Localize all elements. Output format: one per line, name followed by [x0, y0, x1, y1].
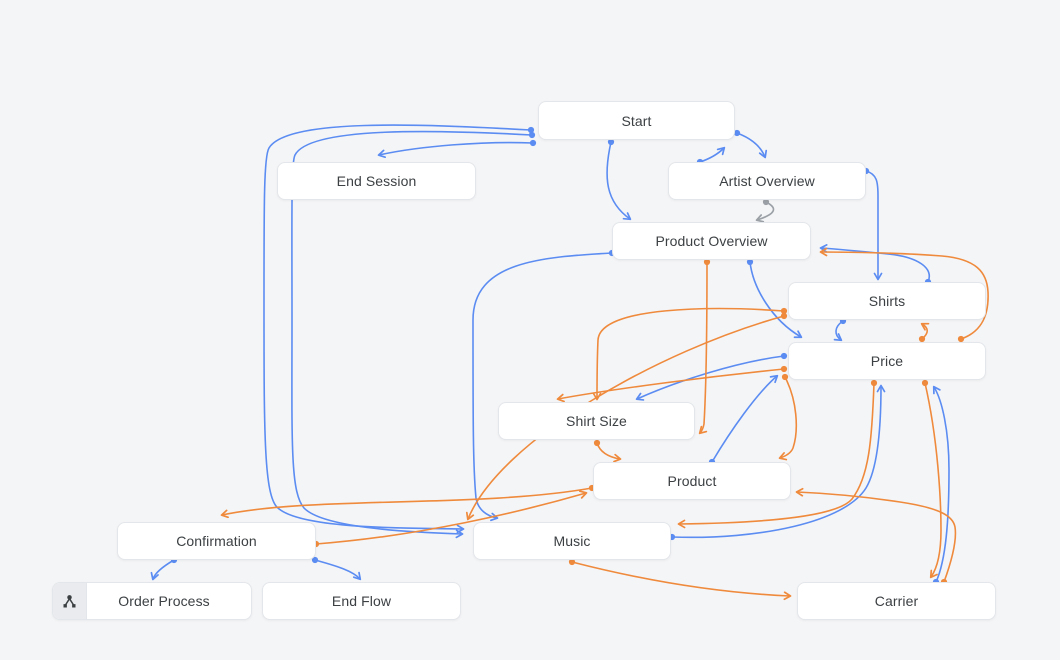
edge-source-dot-price — [870, 379, 878, 387]
edge-product-to-confirmation — [220, 487, 593, 519]
edge-price-to-shirt-size — [635, 355, 785, 401]
node-price[interactable]: Price — [788, 342, 986, 380]
edge-shirt-size-to-product — [596, 442, 622, 463]
edge-price-to-carrier — [924, 382, 942, 579]
edge-source-dot-start — [527, 126, 535, 134]
node-label: Artist Overview — [719, 173, 815, 189]
node-confirmation[interactable]: Confirmation — [117, 522, 316, 560]
node-artist-overview[interactable]: Artist Overview — [668, 162, 866, 200]
edge-source-dot-start — [528, 131, 536, 139]
edge-shirts-to-product-overview — [819, 244, 930, 283]
node-label: Product — [667, 473, 717, 489]
edge-shirts-to-price — [833, 320, 844, 342]
node-product[interactable]: Product — [593, 462, 791, 500]
edge-artist-overview-to-shirts — [865, 170, 883, 281]
edge-product-overview-to-shirt-size — [698, 261, 708, 435]
edge-price-to-shirts — [920, 322, 930, 340]
node-label: Shirts — [868, 293, 906, 309]
node-label: End Flow — [331, 593, 392, 609]
node-music[interactable]: Music — [473, 522, 671, 560]
node-order-process[interactable]: Order Process — [52, 582, 252, 620]
edge-shirts-to-shirt-size — [592, 307, 785, 401]
node-label: Price — [870, 353, 904, 369]
edge-source-dot-price — [780, 352, 788, 360]
edge-source-dot-price — [781, 373, 789, 381]
node-start[interactable]: Start — [538, 101, 735, 140]
node-label: Start — [621, 112, 652, 129]
edge-source-dot-price — [780, 365, 788, 373]
edge-source-dot-shirt-size — [593, 439, 601, 447]
node-label: End Session — [336, 173, 417, 189]
edge-source-dot-shirts — [780, 307, 788, 315]
edge-source-dot-start — [529, 139, 537, 147]
edge-source-dot-price — [921, 379, 929, 387]
edge-confirmation-to-order-process — [150, 559, 175, 581]
flow-icon — [63, 594, 76, 607]
edge-music-to-carrier — [571, 561, 792, 601]
node-label: Order Process — [118, 593, 210, 609]
edge-price-to-music — [677, 382, 875, 529]
node-icon-slot — [53, 583, 87, 619]
node-label: Confirmation — [176, 533, 257, 549]
node-carrier[interactable]: Carrier — [797, 582, 996, 620]
node-label: Carrier — [874, 593, 919, 609]
node-end-flow[interactable]: End Flow — [262, 582, 461, 620]
edge-start-to-product-overview — [606, 141, 632, 221]
edge-artist-overview-to-start — [699, 146, 726, 163]
node-end-session[interactable]: End Session — [277, 162, 476, 200]
node-label: Shirt Size — [566, 413, 627, 429]
node-label: Product Overview — [655, 233, 768, 249]
edge-artist-overview-to-product-overview — [755, 201, 775, 223]
edge-price-to-shirt-size — [556, 368, 785, 403]
edge-price-to-product — [778, 376, 798, 461]
node-shirts[interactable]: Shirts — [788, 282, 986, 320]
edge-carrier-to-price — [932, 385, 950, 583]
edge-start-to-end-session — [377, 141, 534, 159]
edge-carrier-to-product — [795, 487, 957, 583]
edge-product-overview-to-music — [472, 252, 613, 522]
edge-source-dot-shirts — [780, 312, 788, 320]
edge-start-to-artist-overview — [736, 132, 768, 159]
edge-confirmation-to-end-flow — [314, 559, 362, 581]
node-product-overview[interactable]: Product Overview — [612, 222, 811, 260]
node-shirt-size[interactable]: Shirt Size — [498, 402, 695, 440]
node-label: Music — [553, 533, 591, 549]
edge-product-to-price — [711, 374, 779, 463]
